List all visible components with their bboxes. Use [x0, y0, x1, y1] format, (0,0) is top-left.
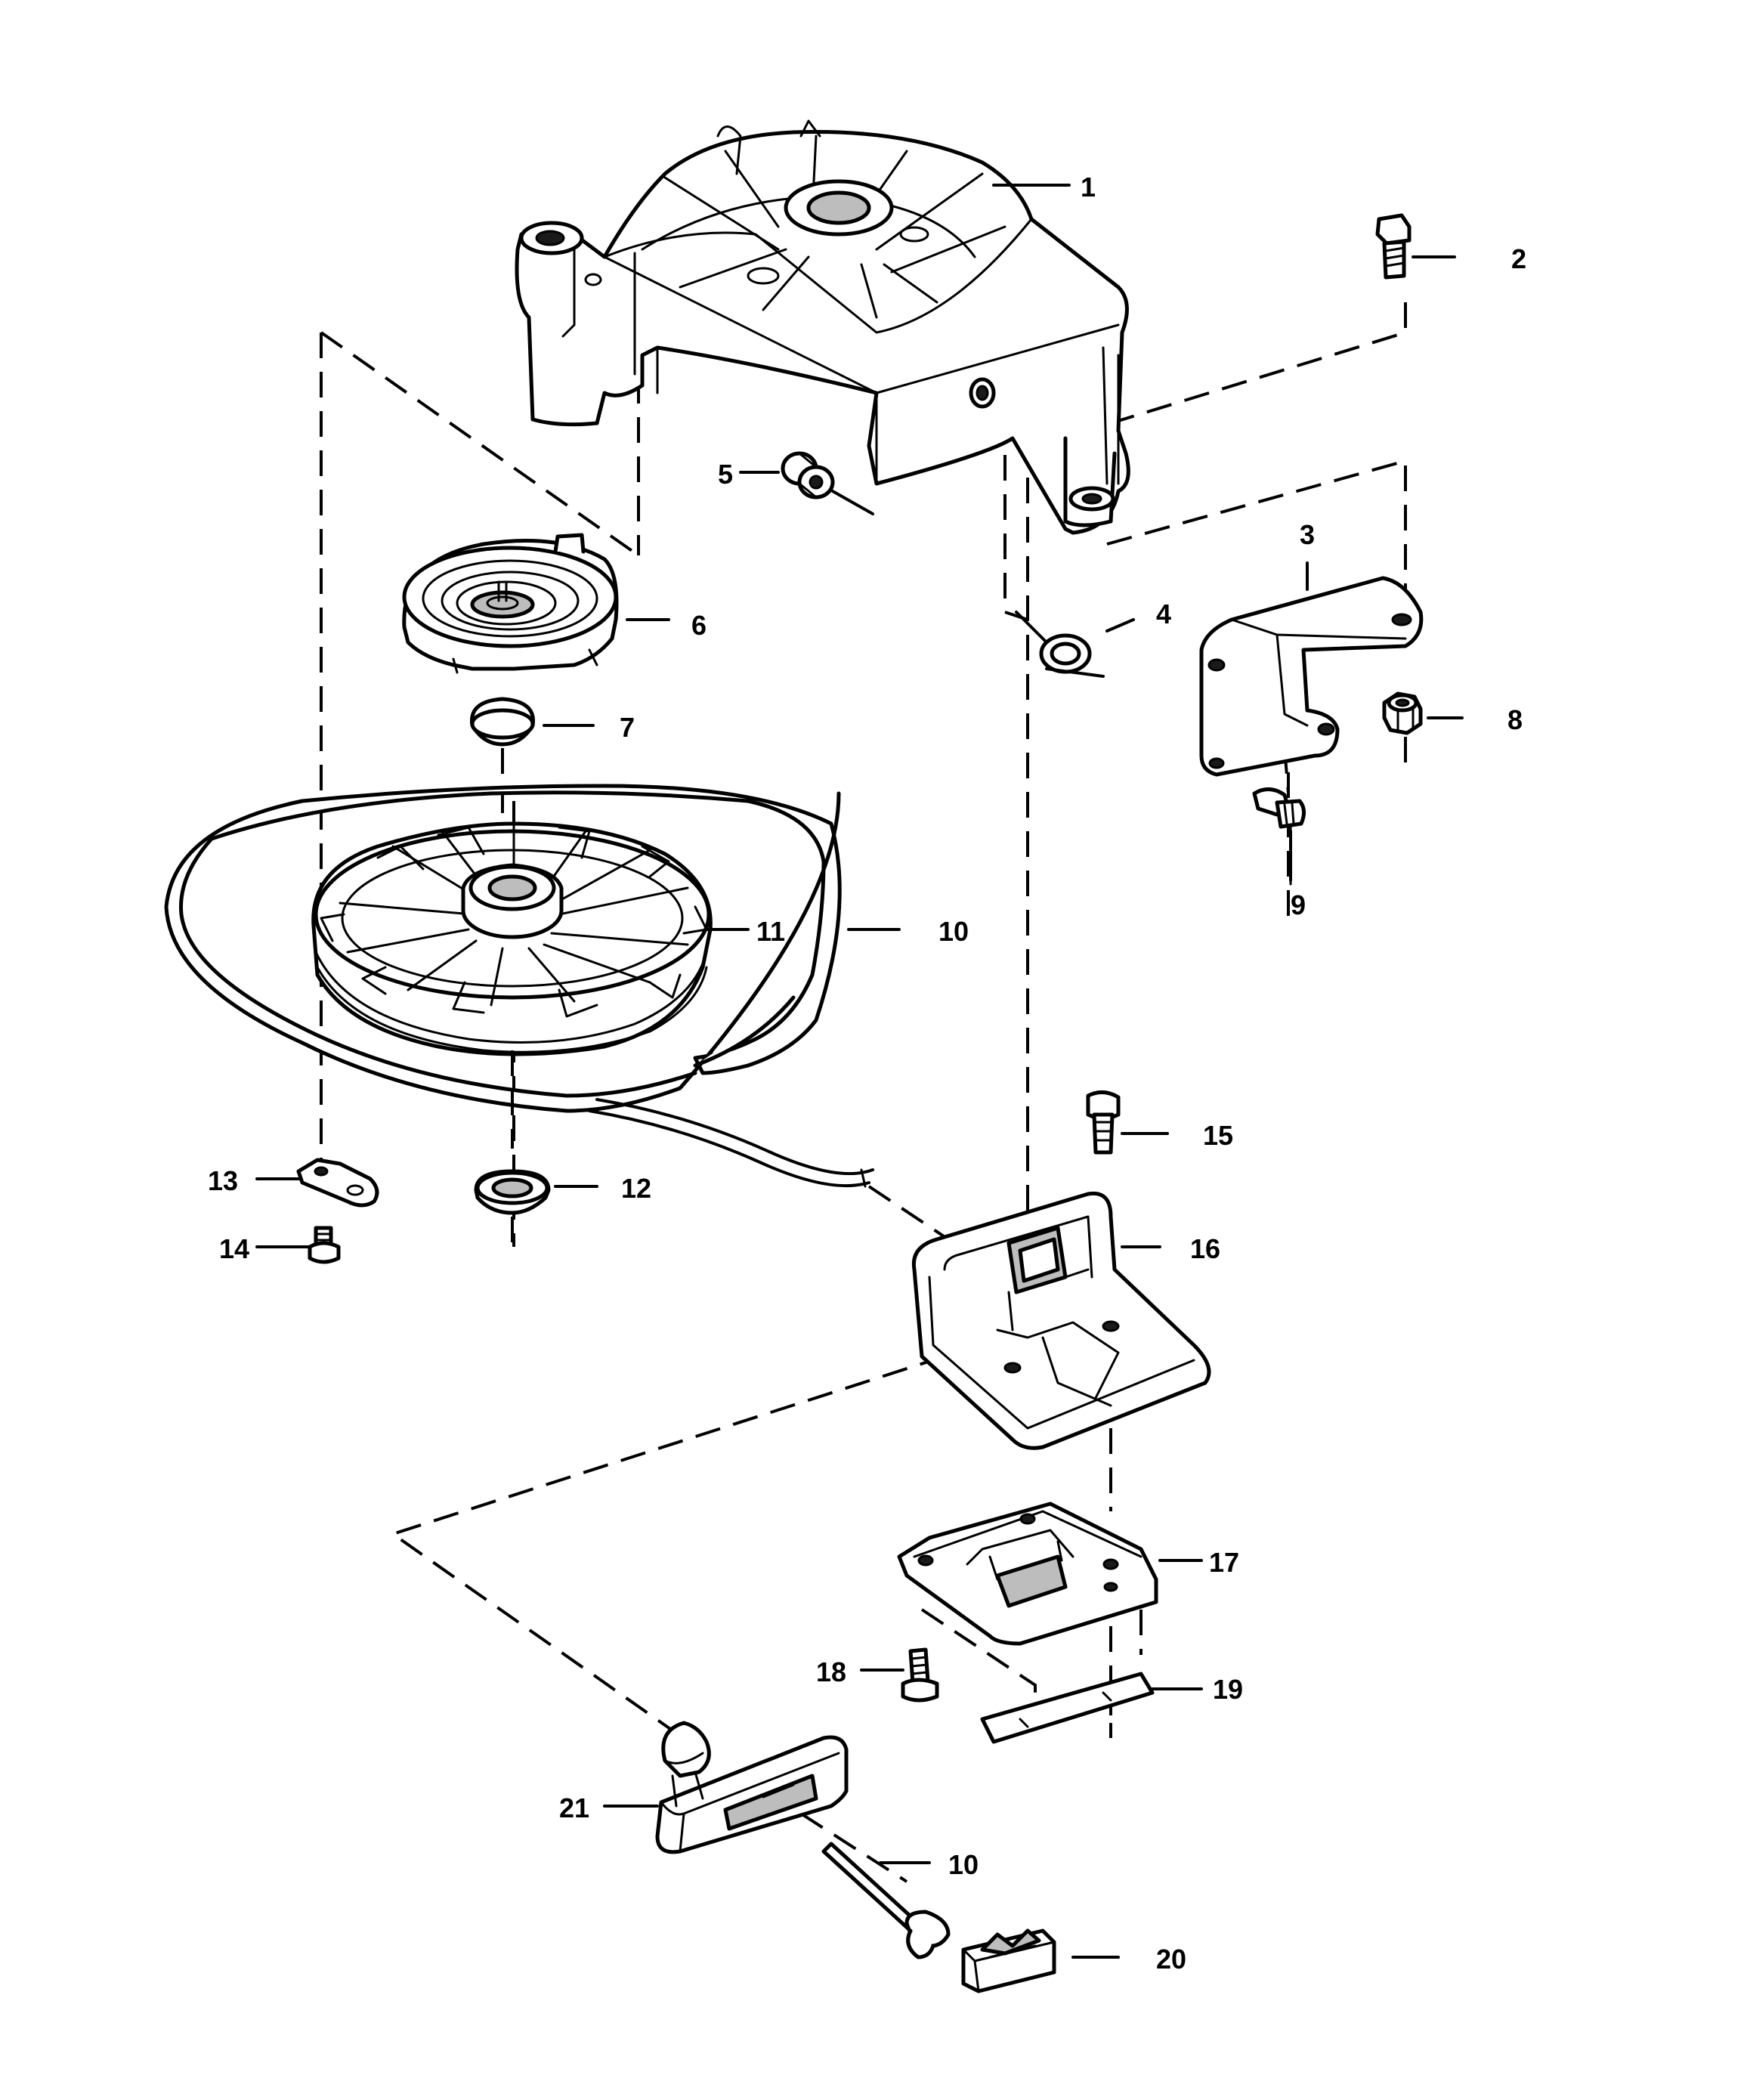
callout-14: 14 — [219, 1233, 249, 1264]
callout-21: 21 — [559, 1792, 589, 1823]
spring-housing-part-6 — [402, 533, 619, 674]
callout-6: 6 — [691, 610, 707, 641]
rope-pulley-part-11 — [311, 821, 750, 1149]
callout-leader-lines — [255, 184, 1464, 1808]
starter-housing — [515, 119, 1130, 535]
callout-17: 17 — [1209, 1547, 1239, 1578]
callout-16: 16 — [1190, 1233, 1220, 1264]
callout-8: 8 — [1507, 704, 1523, 735]
callout-9: 9 — [1291, 889, 1306, 920]
handle-part-21 — [655, 1721, 849, 1854]
washer-part-4 — [1015, 611, 1105, 678]
callout-12: 12 — [621, 1173, 651, 1204]
nut-part-8 — [1382, 691, 1423, 763]
bushing-part-5 — [781, 451, 874, 515]
screw-part-14 — [308, 1226, 341, 1264]
screw-part-15 — [1086, 1090, 1121, 1155]
starter-rope-loop — [164, 784, 901, 1188]
rope-guide-part-16 — [911, 1191, 1211, 1450]
callout-labels: 1 2 3 4 5 6 7 8 9 10 11 12 13 14 15 16 1… — [208, 172, 1526, 1975]
screw-part-9 — [1252, 787, 1306, 886]
callout-15: 15 — [1203, 1120, 1233, 1151]
callout-10-pin: 10 — [948, 1849, 979, 1880]
screw-part-18 — [901, 1647, 939, 1703]
callout-10-rope: 10 — [938, 916, 969, 947]
assembly-dashed-lines — [320, 302, 1407, 1883]
rope-anchor-part-20 — [961, 1928, 1120, 1993]
cap-part-7 — [470, 697, 535, 816]
callout-5: 5 — [718, 459, 733, 490]
callout-7: 7 — [620, 712, 635, 743]
callout-3: 3 — [1300, 519, 1315, 550]
plate-part-19 — [980, 1672, 1203, 1744]
bolt-part-2 — [1375, 213, 1412, 280]
callout-19: 19 — [1213, 1674, 1243, 1705]
clip-part-13 — [296, 1158, 379, 1208]
callout-20: 20 — [1156, 1944, 1186, 1975]
callout-11: 11 — [756, 916, 785, 947]
washer-part-12 — [474, 1169, 551, 1247]
callout-1: 1 — [1081, 172, 1096, 203]
plate-part-17 — [897, 1502, 1203, 1646]
callout-2: 2 — [1511, 243, 1526, 274]
callout-13: 13 — [208, 1165, 238, 1196]
rope-pin-lower — [821, 1842, 951, 1959]
bracket-plate — [1199, 576, 1424, 777]
callout-18: 18 — [816, 1656, 846, 1687]
callout-4: 4 — [1156, 598, 1171, 629]
